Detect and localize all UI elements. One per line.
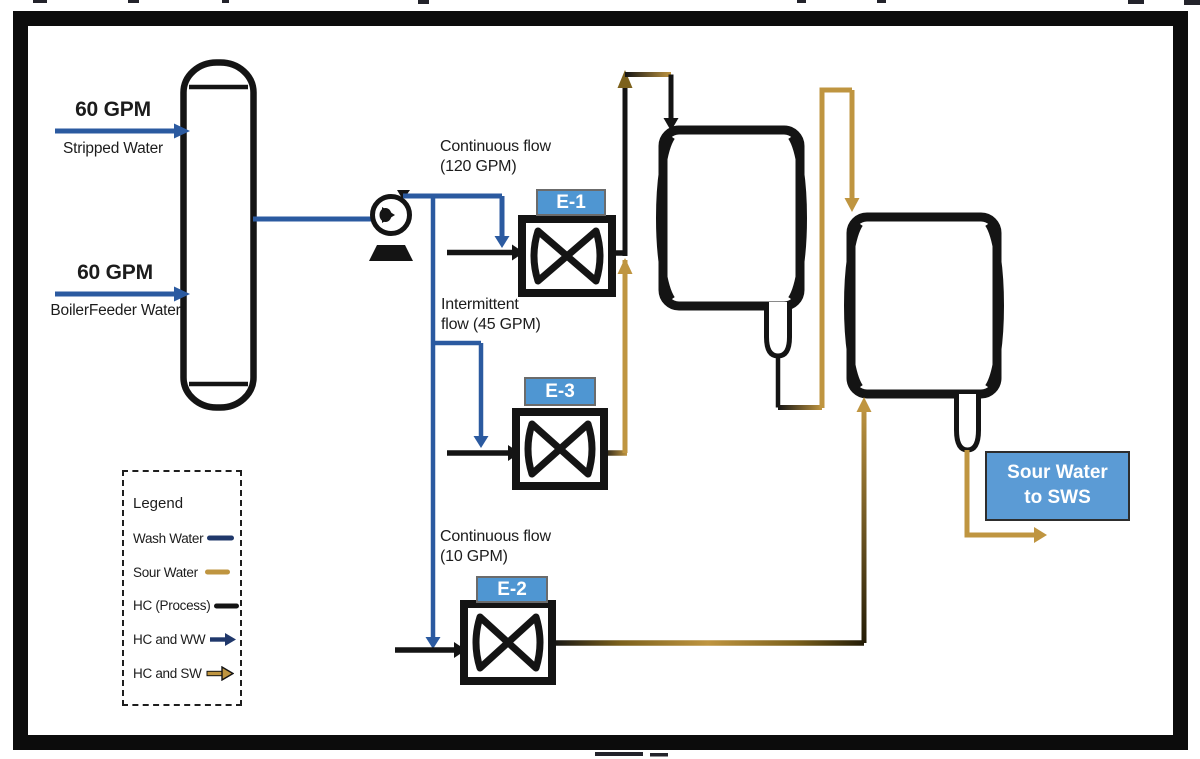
flow-label-intermittent-45: Intermittent flow (45 GPM) — [441, 295, 541, 334]
wash-water-line-swatch — [207, 535, 235, 541]
exchanger-e1-tag: E-1 — [536, 189, 606, 216]
e3-process-inlet — [447, 445, 520, 461]
separator-drum-1 — [656, 125, 807, 359]
outlet-box-line1: Sour Water — [1007, 462, 1108, 484]
exchanger-outlet-riser — [617, 70, 679, 453]
legend-item-hc-process: HC (Process) — [133, 598, 240, 614]
sour-water-to-sws-box: Sour Water to SWS — [985, 451, 1130, 521]
legend-label: Sour Water — [133, 564, 198, 580]
e1-washwater-drop — [494, 196, 510, 248]
legend-item-hc-sw: HC and SW — [133, 666, 234, 682]
exchanger-e1-symbol — [518, 215, 616, 297]
feed2-rate-label: 60 GPM — [77, 261, 153, 284]
legend-title: Legend — [133, 494, 184, 512]
hc-sw-arrow-swatch — [206, 666, 234, 682]
e1-process-inlet — [447, 244, 524, 261]
feed2-name-label: BoilerFeeder Water — [50, 302, 181, 319]
separator-drum-2 — [844, 212, 1004, 453]
sour-water-outlet-line — [964, 450, 1047, 543]
flow-label-line2: flow (45 GPM) — [441, 315, 541, 333]
legend-label: HC and WW — [133, 632, 206, 648]
e2-outlet-line — [552, 397, 872, 646]
flow-label-continuous-10: Continuous flow (10 GPM) — [440, 527, 551, 566]
flow-label-line2: (120 GPM) — [440, 157, 517, 175]
flow-label-line1: Continuous flow — [440, 528, 551, 545]
legend-item-sour-water: Sour Water — [133, 565, 231, 580]
drum1-sourwater-transfer — [775, 87, 860, 410]
legend-label: Wash Water — [133, 530, 204, 546]
stripper-column-vessel — [180, 59, 257, 411]
hc-ww-arrow-swatch — [210, 633, 237, 647]
flow-label-line1: Continuous flow — [440, 138, 551, 155]
legend-box: Legend Wash Water Sour Water HC (Process… — [122, 470, 242, 706]
legend-label: HC (Process) — [133, 598, 211, 614]
outlet-box-line2: to SWS — [1024, 487, 1091, 508]
legend-item-wash-water: Wash Water — [133, 530, 235, 546]
stripped-water-feed-line — [55, 123, 190, 139]
legend-item-hc-ww: HC and WW — [133, 632, 237, 648]
scan-artifacts — [33, 0, 1200, 757]
exchanger-e3-tag: E-3 — [524, 377, 596, 406]
exchanger-e2-symbol — [460, 600, 556, 685]
wash-water-pump — [369, 190, 413, 261]
exchanger-e3-symbol — [512, 408, 608, 490]
legend-label: HC and SW — [133, 666, 202, 682]
e3-washwater-branch — [433, 340, 489, 448]
flow-label-line2: (10 GPM) — [440, 547, 508, 565]
exchanger-e2-tag: E-2 — [476, 576, 548, 603]
sour-water-line-swatch — [205, 569, 230, 575]
feed1-rate-label: 60 GPM — [75, 98, 151, 121]
hc-line-swatch — [214, 603, 240, 609]
flow-label-line1: Intermittent — [441, 296, 519, 313]
flow-label-continuous-120: Continuous flow (120 GPM) — [440, 137, 551, 176]
wash-water-header — [425, 196, 441, 649]
feed1-name-label: Stripped Water — [62, 140, 163, 157]
boiler-feed-water-line — [55, 286, 190, 302]
